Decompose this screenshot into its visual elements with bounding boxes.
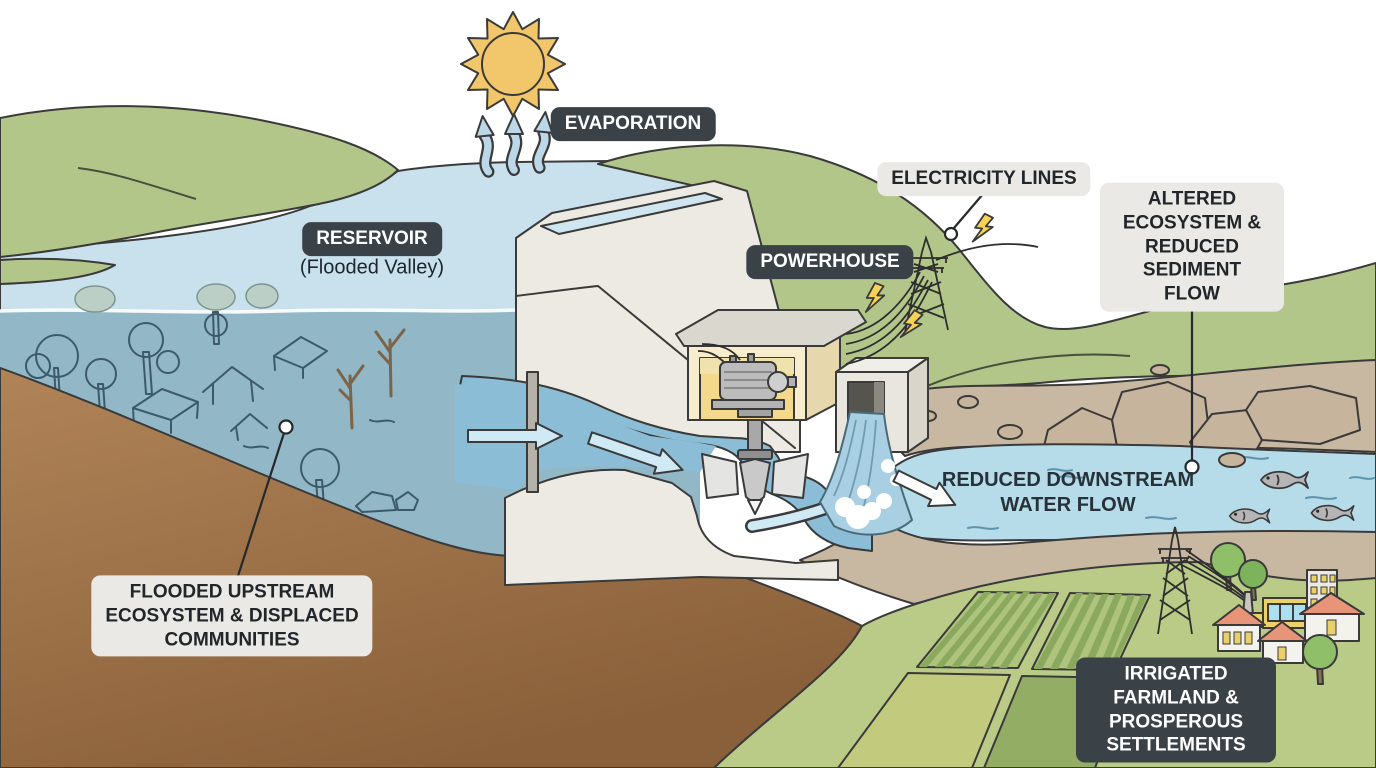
settlement [1157, 526, 1365, 685]
house-icon [1257, 621, 1308, 664]
waterline [0, 308, 517, 314]
settlement-tower-icon [1157, 526, 1193, 635]
dead-tree-icon [336, 328, 406, 430]
spillway-channel [540, 192, 723, 235]
label-reduced-downstream: REDUCED DOWNSTREAM WATER FLOW [941, 469, 1195, 516]
power-lines [845, 243, 1039, 365]
label-irrigated-farmland: IRRIGATED FARMLAND & PROSPEROUS SETTLEME… [1076, 657, 1276, 763]
farmland [713, 526, 1376, 768]
label-flooded-upstream: FLOODED UPSTREAM ECOSYSTEM & DISPLACED C… [91, 575, 373, 657]
fish-icon [1310, 504, 1355, 522]
left-hills [0, 105, 399, 285]
fish-group [1228, 470, 1355, 524]
lightning-icon [864, 212, 994, 339]
fish-icon [1228, 508, 1271, 524]
submerged-ecosystem [25, 283, 419, 513]
label-electricity-lines: ELECTRICITY LINES [877, 162, 1091, 196]
fish-icon [1260, 470, 1309, 490]
label-reservoir: RESERVOIR [302, 222, 442, 256]
waterfall [818, 410, 914, 536]
generator-icon [697, 343, 797, 418]
evaporation-arrows [474, 111, 554, 178]
house-icon [1212, 604, 1266, 652]
underwater-rock-icon [355, 491, 419, 513]
label-powerhouse: POWERHOUSE [746, 245, 914, 279]
dam-foundation [504, 468, 839, 586]
label-reservoir-subtitle: (Flooded Valley) [299, 256, 445, 279]
field-striped [1031, 592, 1151, 671]
water-flow-arrow [467, 422, 684, 475]
settlement-tree-icon [1302, 634, 1338, 685]
sun-icon [460, 11, 566, 117]
field-solid-light [837, 672, 1011, 768]
powerhouse-building [675, 309, 867, 421]
field-striped [916, 591, 1059, 669]
label-altered-ecosystem: ALTERED ECOSYSTEM & REDUCED SEDIMENT FLO… [1100, 182, 1284, 312]
downstream-arrow [892, 469, 957, 508]
river-pebble-icon [1218, 452, 1246, 468]
label-evaporation: EVAPORATION [550, 107, 716, 141]
emerging-tree-icon [74, 283, 279, 313]
